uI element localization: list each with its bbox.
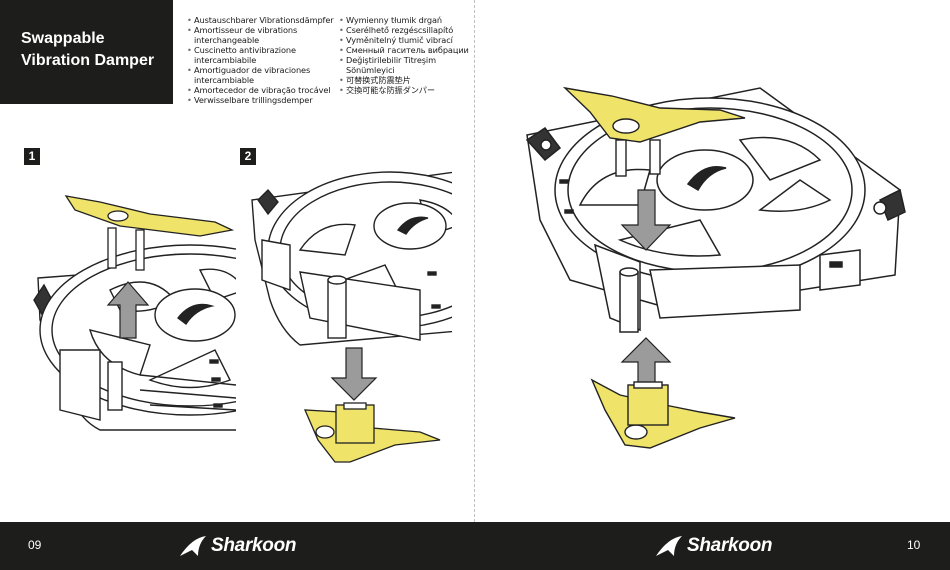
step-1-fan-illustration: [33, 244, 236, 431]
translation-line: •Vyměnitelný tlumič vibrací: [339, 35, 453, 45]
translation-line: •Değiştirilebilir Titreşim: [339, 55, 436, 65]
translation-line: •Cuscinetto antivibrazione: [187, 45, 296, 55]
translations-column-1: •Austauschbarer Vibrationsdämpfer •Amort…: [187, 15, 334, 105]
main-damper-top-part: [562, 86, 746, 177]
translation-line: intercambiable: [194, 75, 254, 85]
step-1-badge: 1: [24, 148, 40, 165]
translation-line: •Cserélhető rezgéscsillapító: [339, 25, 454, 35]
step-2-damper-part: [303, 402, 441, 463]
step-2-arrow-down-icon: [330, 347, 378, 401]
brand-logo-right: Sharkoon: [654, 532, 773, 560]
section-title: Swappable Vibration Damper: [0, 0, 173, 104]
main-arrow-down-icon: [620, 189, 672, 251]
illustrations: [33, 86, 906, 463]
translation-line: •Austauschbarer Vibrationsdämpfer: [187, 15, 334, 25]
translation-line: •Amortecedor de vibração trocável: [187, 85, 331, 95]
brand-name: Sharkoon: [211, 535, 297, 556]
brand-logo-left: Sharkoon: [178, 532, 297, 560]
brand-name: Sharkoon: [687, 535, 773, 556]
section-title-line-2: Vibration Damper: [21, 52, 155, 69]
main-damper-bottom-part: [590, 378, 736, 449]
translation-line: •可替换式防震垫片: [339, 75, 411, 85]
main-fan-illustration: [525, 87, 906, 333]
translation-line: Sönümleyici: [346, 65, 395, 75]
translation-line: intercambiabile: [194, 55, 257, 65]
translation-line: •Wymienny tłumik drgań: [339, 15, 442, 25]
step-2-fan-illustration: [251, 171, 452, 346]
translation-line: •Amortiguador de vibraciones: [187, 65, 311, 75]
shark-fin-icon: [180, 536, 206, 556]
page-number-left: 09: [28, 538, 42, 552]
translation-line: •交換可能な防振ダンパー: [339, 85, 435, 95]
page-fold-divider: [474, 0, 475, 522]
translation-line: •Verwisselbare trillingsdemper: [187, 95, 313, 105]
translation-line: •Amortisseur de vibrations: [187, 25, 298, 35]
shark-fin-icon: [656, 536, 682, 556]
step-1-damper-part: [64, 195, 235, 271]
page-number-right: 10: [907, 538, 921, 552]
page-footer: 09 Sharkoon Sharkoon 10: [0, 522, 950, 570]
translation-line: interchangeable: [194, 35, 260, 45]
step-1-arrow-up-icon: [106, 281, 150, 339]
section-title-line-1: Swappable: [21, 30, 105, 47]
step-2-badge: 2: [240, 148, 256, 165]
translation-line: •Сменный гаситель вибрации: [339, 45, 469, 55]
translations-column-2: •Wymienny tłumik drgań •Cserélhető rezgé…: [339, 15, 469, 95]
